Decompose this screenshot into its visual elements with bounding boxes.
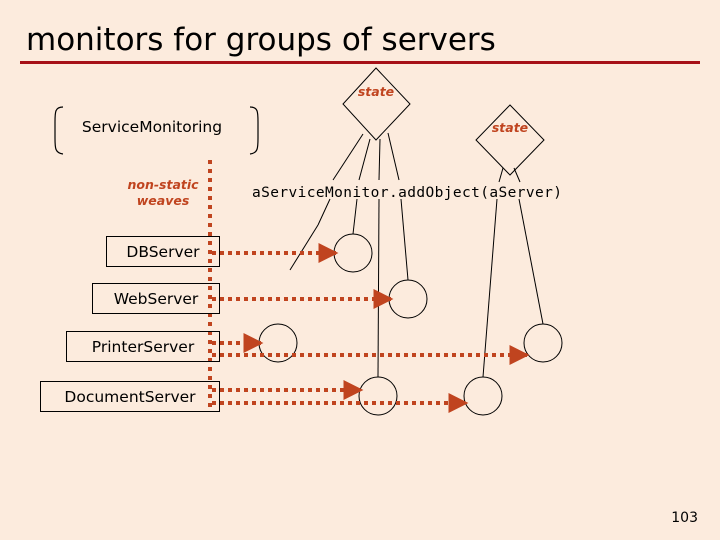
server-box-webserver[interactable]: WebServer (92, 283, 220, 314)
monitored-object-circle (388, 279, 428, 319)
server-box-label: PrinterServer (91, 337, 195, 356)
state-1-fan-lower (317, 198, 409, 378)
state-2-fan-lower (482, 198, 544, 378)
annotation-weaves-line-2: weaves (136, 193, 190, 208)
monitored-object-circle (463, 376, 503, 416)
page-title: monitors for groups of servers (26, 22, 496, 58)
annotation-weaves-line-1: non-static (127, 177, 199, 192)
state-diamond-label-1: state (357, 84, 395, 99)
monitored-object-circle (523, 323, 563, 363)
server-box-dbserver[interactable]: DBServer (106, 236, 220, 267)
state-2-fan-upper (498, 167, 521, 183)
annotation-non-static-weaves: non-static weaves (113, 177, 213, 209)
state-1-fan-upper (332, 132, 400, 181)
title-underline-rule (20, 61, 700, 64)
state-diamond-label-2: state (491, 120, 529, 135)
package-bracket-right (249, 106, 259, 155)
server-box-label: DocumentServer (64, 387, 196, 406)
package-bracket-left (54, 106, 64, 155)
monitored-object-circle (358, 376, 398, 416)
page-number: 103 (671, 510, 698, 526)
state-diamond-1 (342, 67, 411, 141)
code-expression: aServiceMonitor.addObject(aServer) (252, 185, 563, 201)
monitored-object-circle (333, 233, 373, 273)
weave-connectors (212, 243, 530, 413)
server-box-label: WebServer (113, 289, 199, 308)
monitored-object-circles (258, 233, 563, 416)
server-box-label: DBServer (126, 242, 200, 261)
server-box-printerserver[interactable]: PrinterServer (66, 331, 220, 362)
connector-line-printer-left (289, 224, 319, 271)
package-label: ServiceMonitoring (81, 118, 223, 136)
state-diamond-2 (475, 104, 545, 176)
server-box-documentserver[interactable]: DocumentServer (40, 381, 220, 412)
